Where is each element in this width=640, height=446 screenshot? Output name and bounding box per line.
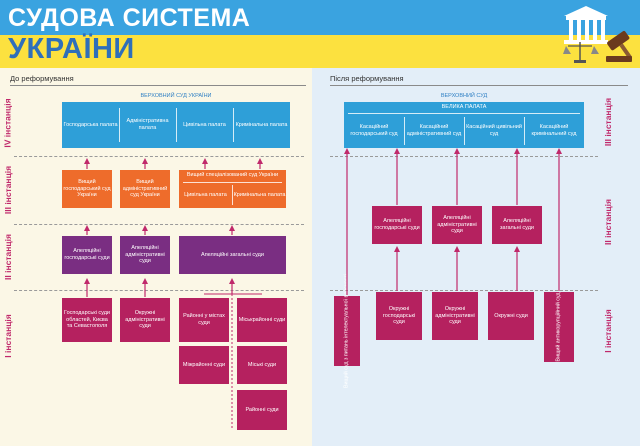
right-cassation-admin: Касаційний адміністративний суд	[406, 124, 462, 137]
left-first-district: Районні суди	[237, 390, 287, 430]
left-level-4: IV інстанція	[3, 98, 13, 148]
left-higher-admin-court: Вищий адміністративний суд України	[120, 170, 170, 208]
left-first-admin: Окружні адміністративні суди	[120, 298, 170, 342]
right-cassation-civil: Касаційний цивільний суд	[466, 124, 522, 137]
left-appeal-economic: Апеляційні господарські суди	[62, 236, 112, 274]
left-supreme-divider-2	[176, 108, 177, 142]
left-first-city-district: Міськрайонні суди	[237, 298, 287, 342]
left-higher-specialized-vline	[232, 185, 233, 205]
before-reform-title: До реформування	[10, 74, 74, 83]
court-building-gavel-icon	[563, 6, 632, 63]
right-supreme-hline	[348, 113, 580, 114]
left-chamber-economic: Господарська палата	[63, 121, 118, 128]
left-level-1: I інстанція	[3, 314, 13, 358]
left-first-economic: Господарські суди областей, Києва та Сев…	[62, 298, 112, 342]
left-higher-criminal-chamber: Кримінальна палата	[233, 191, 286, 198]
after-title-underline	[330, 85, 628, 86]
left-higher-civil-chamber: Цивільна палата	[184, 191, 227, 198]
header-banner: СУДОВА СИСТЕМА УКРАЇНИ	[0, 0, 640, 68]
right-appeal-admin: Апеляційні адміністративні суди	[432, 206, 482, 244]
left-level-2: II інстанція	[3, 234, 14, 280]
left-chamber-criminal: Кримінальна палата	[235, 121, 288, 128]
left-chamber-admin: Адміністративна палата	[126, 118, 169, 131]
right-separator-1	[330, 156, 598, 157]
left-appeal-general: Апеляційні загальні суди	[179, 236, 286, 274]
left-separator-1	[14, 156, 304, 157]
left-supreme-divider-1	[119, 108, 120, 142]
right-level-1: I інстанція	[603, 309, 613, 353]
right-appeal-economic: Апеляційні господарські суди	[372, 206, 422, 244]
left-supreme-title: ВЕРХОВНИЙ СУД УКРАЇНИ	[140, 93, 212, 99]
right-supreme-divider-1	[404, 117, 405, 145]
right-appeal-general: Апеляційні загальні суди	[492, 206, 542, 244]
right-level-3: III інстанція	[603, 97, 613, 147]
right-first-admin: Окружні адміністративні суди	[432, 292, 478, 340]
title-line-1: СУДОВА СИСТЕМА	[8, 4, 251, 32]
right-first-economic: Окружні господарські суди	[376, 292, 422, 340]
title-line-2: УКРАЇНИ	[8, 33, 135, 65]
left-higher-specialized-hline	[183, 182, 282, 183]
before-title-underline	[10, 85, 306, 86]
right-cassation-economic: Касаційний господарський суд	[350, 124, 398, 137]
right-first-general: Окружні суди	[488, 292, 534, 340]
left-appeal-admin: Апеляційні адміністративні суди	[120, 236, 170, 274]
left-chamber-civil: Цивільна палата	[183, 121, 226, 128]
right-supreme-divider-2	[464, 117, 465, 145]
left-level-3: III інстанція	[3, 165, 13, 215]
right-cassation-criminal: Касаційний кримінальний суд	[531, 124, 577, 137]
header-blue-stripe	[0, 0, 640, 35]
left-higher-economic-court: Вищий господарський суд України	[62, 170, 112, 208]
right-supreme-title: ВЕРХОВНИЙ СУД	[440, 93, 488, 99]
left-higher-specialized-title: Вищий спеціалізований суд України	[186, 172, 279, 178]
left-first-district-in-city: Районні у містах суди	[179, 298, 229, 342]
right-first-ip-court: Вищий суд з питань інтелектуальної власн…	[334, 274, 360, 388]
right-grand-chamber: ВЕЛИКА ПАЛАТА	[441, 104, 487, 110]
right-level-2: II інстанція	[603, 199, 614, 245]
right-supreme-divider-3	[524, 117, 525, 145]
left-supreme-divider-3	[233, 108, 234, 142]
left-separator-3	[14, 290, 304, 291]
left-separator-2	[14, 224, 304, 225]
after-reform-title: Після реформування	[330, 74, 404, 83]
left-first-interdistrict: Міжрайонні суди	[179, 346, 229, 384]
right-separator-2	[330, 290, 598, 291]
left-first-city: Міські суди	[237, 346, 287, 384]
right-first-anticorruption-court: Вищий антикорупційний суд	[544, 292, 574, 362]
